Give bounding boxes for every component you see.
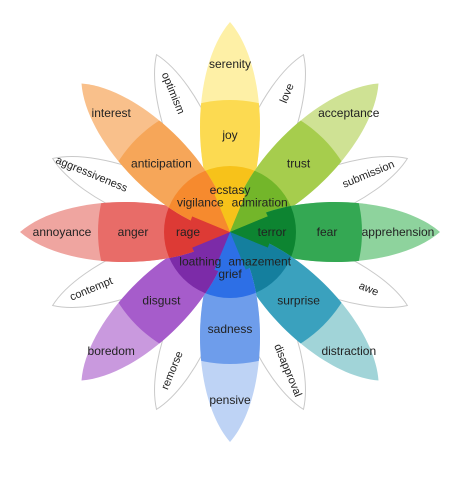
label-distraction: distraction [321,344,376,358]
label-serenity: serenity [209,57,251,71]
label-disgust: disgust [142,294,181,308]
petal-rage-band [164,202,230,262]
label-pensive: pensive [209,393,251,407]
label-trust: trust [287,156,311,170]
center-wedge-ecstasy [214,191,246,232]
label-fear: fear [317,225,338,239]
label-grief: grief [218,267,242,281]
label-sadness: sadness [208,322,253,336]
label-boredom: boredom [88,344,135,358]
label-joy: joy [221,128,237,142]
label-rage: rage [176,225,200,239]
label-anger: anger [118,225,149,239]
center-wedge-vigilance [192,194,230,232]
center-wedge-rage [189,216,230,248]
center-wedge-admiration [230,194,268,232]
center-wedge-terror [230,216,271,248]
label-interest: interest [92,106,132,120]
petal-grief-band [200,232,260,298]
label-amazement: amazement [228,255,291,269]
label-vigilance: vigilance [177,195,224,209]
center-wedge-amazement [230,232,268,270]
label-terror: terror [258,225,287,239]
center-wedge-loathing [192,232,230,270]
label-loathing: loathing [179,255,221,269]
petal-terror-band [230,202,296,262]
label-ecstasy: ecstasy [210,183,251,197]
petal-ecstasy-band [200,166,260,232]
label-acceptance: acceptance [318,106,380,120]
label-annoyance: annoyance [33,225,92,239]
center-wedge-grief [214,232,246,273]
label-apprehension: apprehension [362,225,435,239]
label-anticipation: anticipation [131,156,192,170]
label-surprise: surprise [277,294,320,308]
label-admiration: admiration [232,195,288,209]
